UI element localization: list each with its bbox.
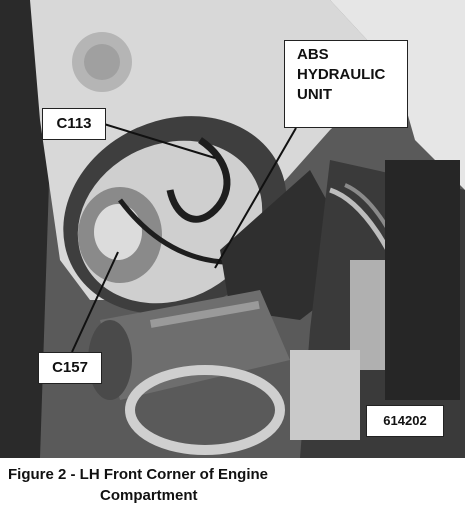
callout-c157: C157 [38, 352, 102, 384]
callout-abs-line-2: HYDRAULIC [297, 66, 386, 83]
caption-line-2: Compartment [100, 487, 198, 504]
callout-abs-hydraulic-unit: ABS HYDRAULIC UNIT [284, 40, 408, 128]
caption-line-1: Figure 2 - LH Front Corner of Engine [8, 466, 268, 483]
callout-c113: C113 [42, 108, 106, 140]
figure-caption: Figure 2 - LH Front Corner of Engine Com… [8, 464, 458, 506]
callout-abs-line-1: ABS [297, 46, 329, 63]
callout-abs-line-3: UNIT [297, 86, 332, 103]
figure-code-label: 614202 [366, 405, 444, 437]
